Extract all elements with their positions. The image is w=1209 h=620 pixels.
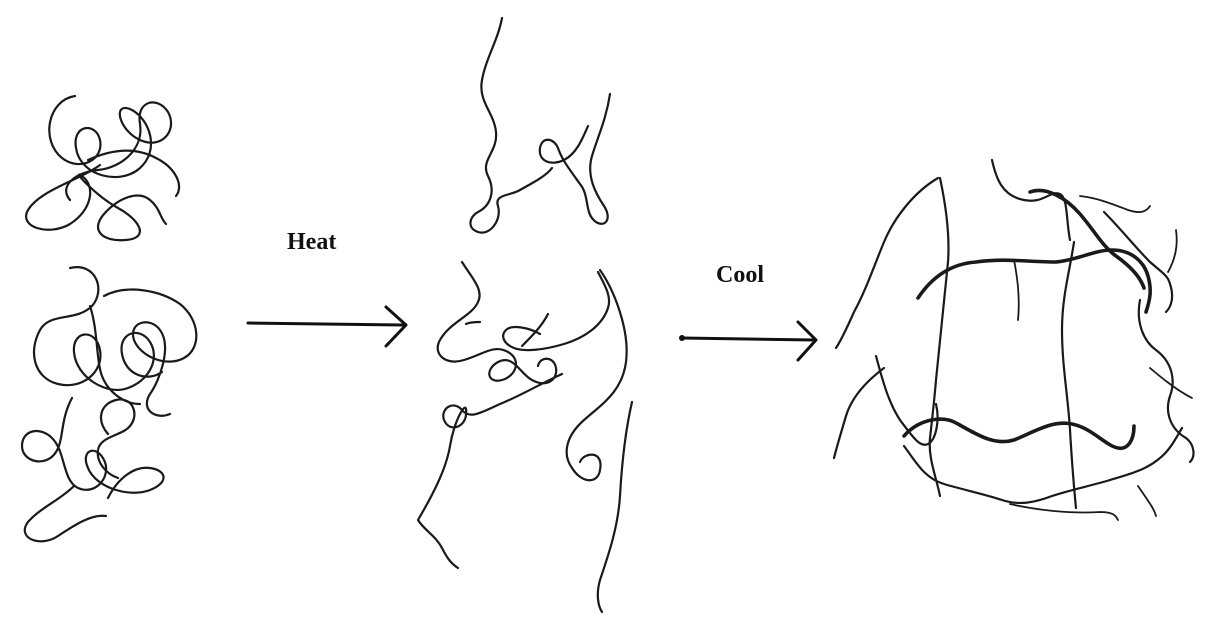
free-chain-lower-left [418,374,562,568]
free-chain-top-left [470,18,552,233]
free-chain-short-tick [466,322,480,324]
network-chain-far-top-right [1080,196,1150,212]
network-chain-left-vertical [930,178,949,496]
coiled-chain-lower [34,267,162,390]
network-chain-middle-cross [1014,260,1019,320]
coiled-chain-lower-c [22,398,164,498]
network-chain-lower-horizontal [904,419,1134,448]
free-chain-mid-left [438,262,557,383]
network-chain-bottom-right-tail [1138,486,1156,516]
free-chain-top-right [540,94,610,224]
network-chain-top-right [1030,190,1144,288]
coiled-chain-upper [49,96,171,200]
network-chain-right-vertical [1062,242,1076,508]
network-chain-upper-horizontal [918,250,1150,312]
cool-label: Cool [716,262,764,289]
heat-label: Heat [287,229,336,256]
coiled-chain-upper-b [26,165,166,240]
coiled-chain-lower-d [98,399,135,478]
stage-cooled-network [834,160,1193,520]
stage-initial-tangled-chains [22,96,196,541]
coiled-chain-lower-e [25,486,106,541]
network-chain-right-upper-tail [1168,230,1177,272]
free-chain-long [567,270,627,480]
cool-arrow [679,322,816,360]
network-chain-bottom [904,428,1182,503]
stage-heated-separated-chains [418,18,632,612]
network-chain-top [992,160,1070,240]
network-chain-bottom-tail [1010,504,1118,520]
free-chain-lower-right [598,402,632,612]
heat-arrow [248,307,406,346]
free-chain-mid-right [503,272,609,350]
free-chain-mid-tail [522,314,548,346]
network-chain-left-loop [834,368,884,458]
network-chain-left-outer [836,178,938,348]
